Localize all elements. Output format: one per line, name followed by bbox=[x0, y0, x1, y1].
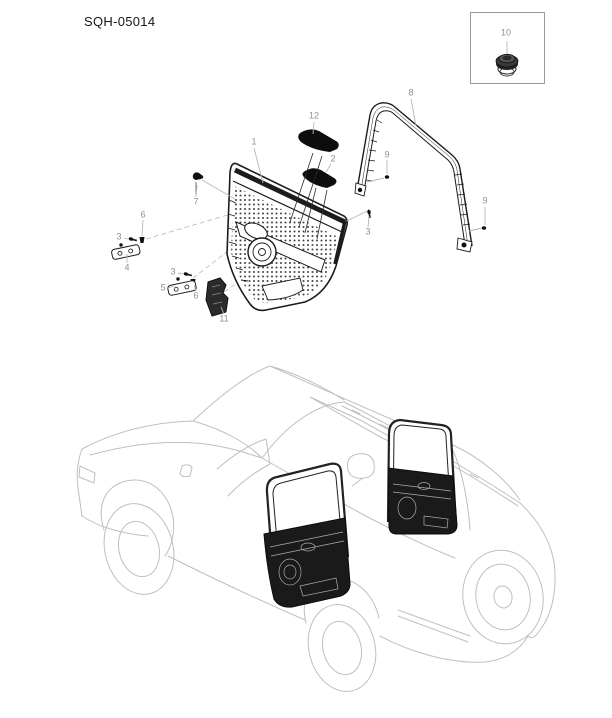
callout-9a[interactable]: 9 bbox=[384, 149, 390, 160]
callout-4[interactable]: 4 bbox=[124, 262, 130, 273]
page-title: SQH-05014 bbox=[84, 14, 156, 29]
callout-3b[interactable]: 3 bbox=[116, 231, 122, 242]
callout-7[interactable]: 7 bbox=[193, 196, 199, 207]
part-bracket-11 bbox=[205, 277, 229, 317]
part-bracket-4 bbox=[111, 243, 141, 260]
part-clips-6 bbox=[139, 237, 196, 285]
callout-3c[interactable]: 3 bbox=[170, 266, 176, 277]
part-garnish-strip-lower bbox=[302, 168, 337, 188]
callout-2[interactable]: 2 bbox=[330, 153, 336, 164]
leader-lines bbox=[123, 98, 486, 315]
callout-6a[interactable]: 6 bbox=[140, 209, 146, 220]
callout-5[interactable]: 5 bbox=[160, 282, 166, 293]
callout-8[interactable]: 8 bbox=[408, 87, 414, 98]
part-grommet-drawing bbox=[495, 41, 519, 77]
callout-6b[interactable]: 6 bbox=[193, 290, 199, 301]
vehicle-body-outline bbox=[76, 365, 556, 692]
exploded-diagram bbox=[111, 98, 487, 317]
part-door-frame-molding bbox=[354, 102, 473, 253]
callout-3a[interactable]: 3 bbox=[365, 226, 371, 237]
vehicle-trim-panel-near bbox=[263, 462, 351, 608]
part-bracket-5 bbox=[167, 277, 197, 296]
part-clip-7 bbox=[192, 172, 236, 200]
callout-1[interactable]: 1 bbox=[251, 136, 257, 147]
vehicle-trim-panel-far bbox=[386, 418, 458, 535]
part-door-trim-panel bbox=[226, 162, 348, 312]
vehicle-illustration bbox=[76, 365, 556, 692]
callout-9b[interactable]: 9 bbox=[482, 195, 488, 206]
callout-11[interactable]: 11 bbox=[219, 313, 229, 324]
callout-10[interactable]: 10 bbox=[500, 27, 512, 38]
part-screws bbox=[128, 175, 487, 277]
strip-attachment-lines bbox=[289, 152, 328, 240]
part-garnish-strip-upper bbox=[298, 129, 339, 152]
callout-12[interactable]: 12 bbox=[308, 110, 320, 121]
inset-box bbox=[470, 12, 545, 84]
